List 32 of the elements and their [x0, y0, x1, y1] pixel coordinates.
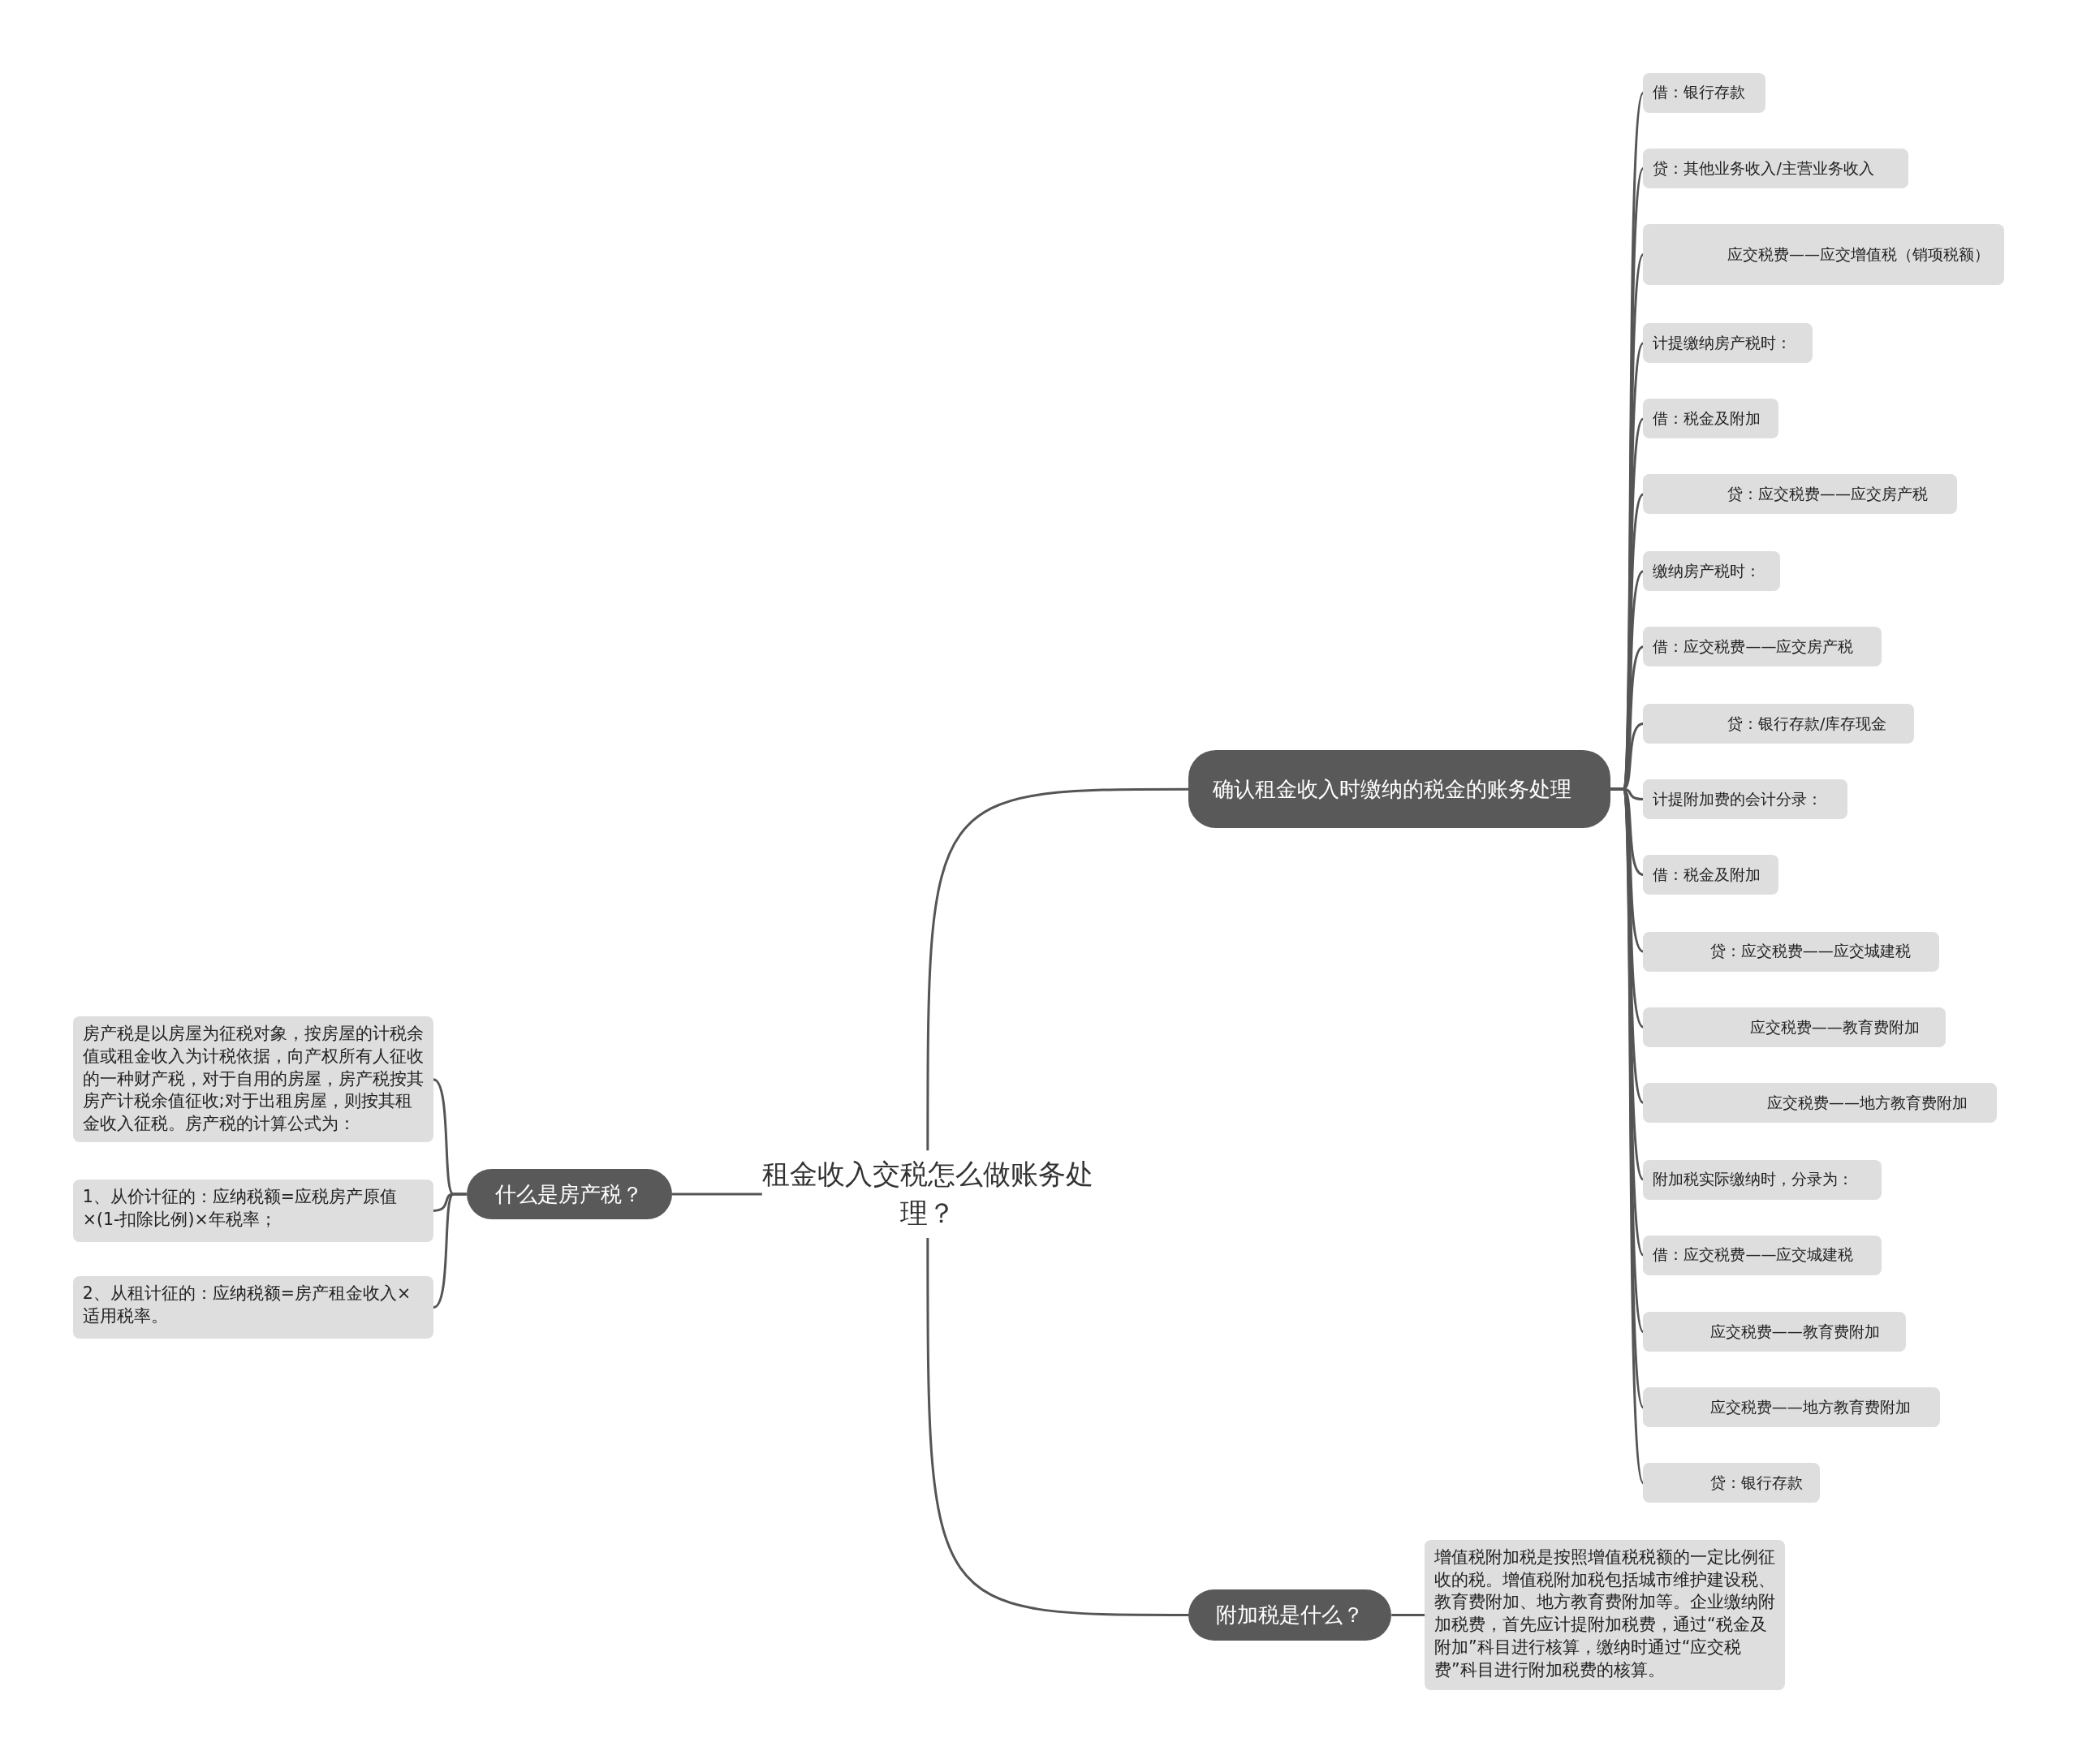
- central-topic: 租金收入交税怎么做账务处理？: [761, 1150, 1093, 1238]
- connector-line: [926, 787, 1189, 1151]
- topic-box: 贷：应交税费——应交房产税: [1643, 474, 1958, 515]
- topic-box: 附加税实际缴纳时，分录为：: [1643, 1159, 1882, 1200]
- text-box: 2、从租计征的：应纳税额=房产租金收入×适用税率。: [72, 1276, 433, 1339]
- connector-line: [671, 1193, 764, 1196]
- topic-box: 应交税费——教育费附加: [1643, 1312, 1906, 1352]
- topic-box: 应交税费——教育费附加: [1643, 1007, 1946, 1047]
- topic-box: 应交税费——地方教育费附加: [1643, 1082, 1998, 1123]
- topic-box: 借：应交税费——应交房产税: [1643, 627, 1882, 667]
- topic-box: 贷：其他业务收入/主营业务收入: [1643, 148, 1908, 188]
- topic-box: 借：税金及附加: [1643, 399, 1778, 439]
- connector-line: [1391, 1613, 1425, 1616]
- topic-box: 贷：银行存款: [1643, 1463, 1820, 1503]
- text-box: 1、从价计征的：应纳税额=应税房产原值×(1-扣除比例)×年税率；: [72, 1180, 433, 1242]
- topic-box: 计提缴纳房产税时：: [1643, 323, 1813, 364]
- topic-box: 借：银行存款: [1643, 72, 1765, 113]
- topic-box: 应交税费——应交增值税（销项税额）: [1643, 223, 2004, 285]
- topic-box: 借：税金及附加: [1643, 855, 1778, 895]
- topic-box: 计提附加费的会计分录：: [1643, 779, 1847, 819]
- connector-line: [926, 1237, 1189, 1616]
- text-box: 房产税是以房屋为征税对象，按房屋的计税余值或租金收入为计税依据，向产权所有人征收的一种财产税，对于自用的房屋，房产税按其房产计税余值征收;对于出租房屋，则按其租金收入征税。房产税的计算公式为：: [72, 1016, 433, 1143]
- topic-box: 借：应交税费——应交城建税: [1643, 1235, 1882, 1275]
- connector-line: [433, 1193, 467, 1309]
- topic-box: 应交税费——地方教育费附加: [1643, 1387, 1941, 1428]
- branch-topic: 确认租金收入时缴纳的税金的账务处理: [1188, 750, 1610, 829]
- text-box: 增值税附加税是按照增值税税额的一定比例征收的税。增值税附加税包括城市维护建设税、教育费附加、地方教育费附加等。企业缴纳附加税费，首先应计提附加税费，通过“税金及附加”科目进行核算，缴纳时通过“应交税费”科目进行附加税费的核算。: [1425, 1540, 1786, 1690]
- topic-box: 贷：应交税费——应交城建税: [1643, 931, 1939, 972]
- topic-box: 贷：银行存款/库存现金: [1643, 703, 1914, 744]
- branch-topic: 什么是房产税？: [466, 1169, 672, 1220]
- branch-topic: 附加税是什么？: [1188, 1589, 1392, 1641]
- topic-box: 缴纳房产税时：: [1643, 551, 1780, 592]
